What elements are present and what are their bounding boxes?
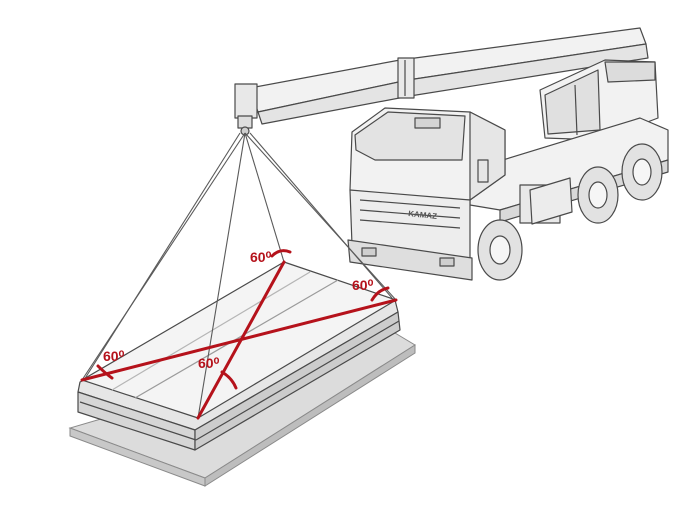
sling-left: [81, 132, 246, 381]
truck-badge: KAMAZ: [408, 209, 438, 221]
sling-back: [244, 132, 285, 263]
angle-annotations: [80, 249, 398, 420]
angle-arc-center: [220, 370, 238, 390]
angle-label-left: 60⁰: [103, 348, 125, 364]
angle-labels: 60⁰ 60⁰ 60⁰ 60⁰: [103, 249, 374, 371]
truck-wheels: [477, 143, 663, 281]
angle-label-top: 60⁰: [250, 249, 272, 265]
angle-label-center: 60⁰: [198, 355, 220, 371]
angle-label-right: 60⁰: [352, 277, 374, 293]
truck-cab: [347, 107, 506, 281]
diagonal-line-left-right: [80, 298, 398, 382]
crane-truck: [234, 27, 669, 281]
sling-front: [197, 132, 246, 419]
sling-right: [244, 132, 397, 301]
angle-arc-left: [96, 364, 114, 380]
angle-arc-right: [370, 286, 390, 302]
crane-operator-cab: [539, 59, 659, 141]
slings: [81, 132, 397, 419]
angle-arc-top: [270, 249, 292, 258]
hook-block: [234, 83, 258, 136]
diagonal-line-front-back: [196, 260, 286, 420]
crane-boom: [249, 27, 649, 125]
